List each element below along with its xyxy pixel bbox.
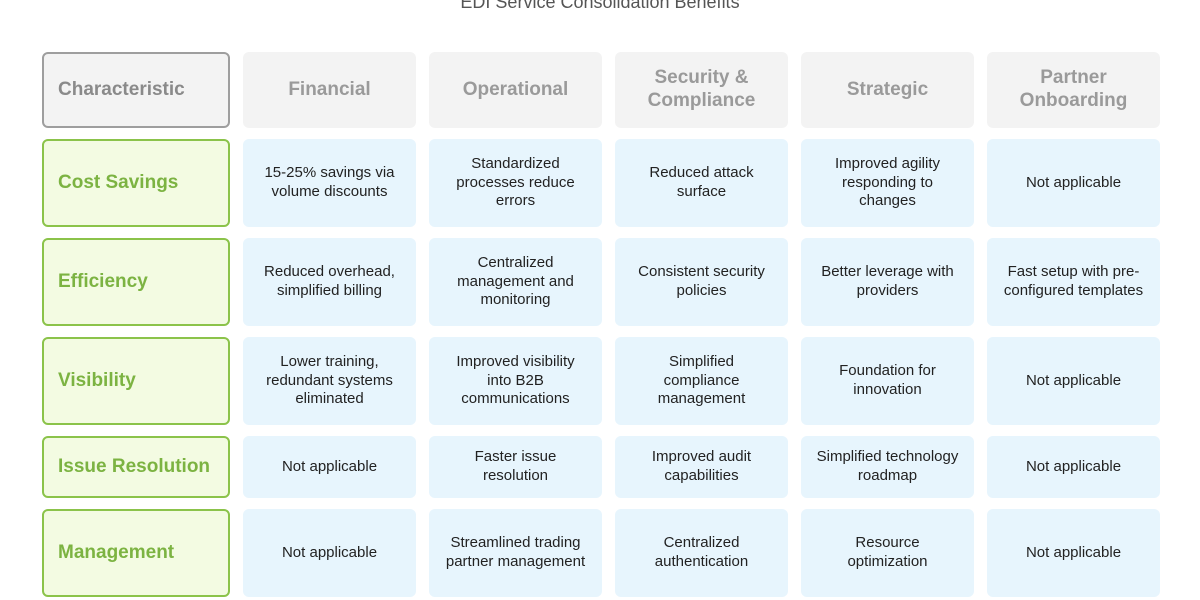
table-cell: Not applicable [987,337,1160,425]
table-cell: Simplified compliance management [615,337,788,425]
benefits-table: Characteristic Financial Operational Sec… [42,52,1160,597]
column-header-security-compliance: Security & Compliance [615,52,788,128]
table-cell: Streamlined trading partner management [429,509,602,597]
column-header-financial: Financial [243,52,416,128]
table-cell: Improved visibility into B2B communicati… [429,337,602,425]
diagram-title: EDI Service Consolidation Benefits [460,0,740,12]
table-cell: 15-25% savings via volume discounts [243,139,416,227]
row-header-cost-savings: Cost Savings [42,139,230,227]
table-cell: Not applicable [987,139,1160,227]
table-cell: Not applicable [243,436,416,498]
table-cell: Centralized authentication [615,509,788,597]
table-cell: Not applicable [987,509,1160,597]
row-header-issue-resolution: Issue Resolution [42,436,230,498]
table-cell: Reduced overhead, simplified billing [243,238,416,326]
row-header-visibility: Visibility [42,337,230,425]
column-header-operational: Operational [429,52,602,128]
table-cell: Fast setup with pre-configured templates [987,238,1160,326]
column-header-strategic: Strategic [801,52,974,128]
row-header-efficiency: Efficiency [42,238,230,326]
table-cell: Not applicable [243,509,416,597]
table-cell: Reduced attack surface [615,139,788,227]
row-header-management: Management [42,509,230,597]
column-header-partner-onboarding: Partner Onboarding [987,52,1160,128]
column-header-characteristic: Characteristic [42,52,230,128]
table-cell: Foundation for innovation [801,337,974,425]
table-cell: Consistent security policies [615,238,788,326]
table-cell: Not applicable [987,436,1160,498]
table-cell: Simplified technology roadmap [801,436,974,498]
table-cell: Faster issue resolution [429,436,602,498]
table-cell: Improved audit capabilities [615,436,788,498]
table-cell: Resource optimization [801,509,974,597]
table-cell: Lower training, redundant systems elimin… [243,337,416,425]
table-cell: Centralized management and monitoring [429,238,602,326]
table-cell: Standardized processes reduce errors [429,139,602,227]
table-cell: Better leverage with providers [801,238,974,326]
table-cell: Improved agility responding to changes [801,139,974,227]
